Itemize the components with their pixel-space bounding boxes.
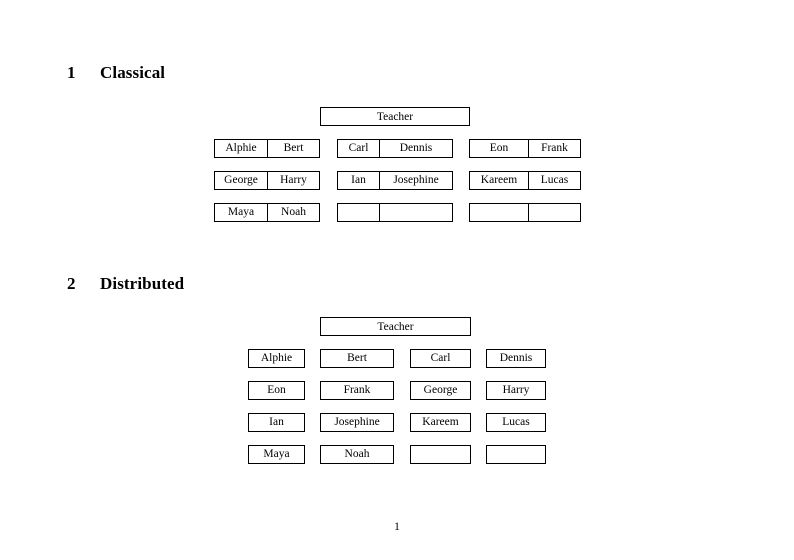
section-number: 1 — [67, 63, 76, 82]
cell-right[interactable]: Bert — [267, 140, 319, 157]
student-box[interactable] — [410, 445, 471, 464]
cell-right[interactable]: Harry — [267, 172, 319, 189]
cell-left[interactable]: George — [224, 173, 258, 186]
cell-left[interactable] — [338, 204, 379, 221]
student-box[interactable]: Ian — [248, 413, 305, 432]
cell-left[interactable]: Kareem — [480, 173, 518, 186]
section-title: Distributed — [100, 274, 185, 293]
student-box[interactable]: Noah — [320, 445, 394, 464]
cell-right[interactable] — [528, 204, 580, 221]
pair-row[interactable]: Carl Dennis — [337, 139, 453, 158]
page-number: 1 — [394, 521, 400, 533]
student-box[interactable]: Bert — [320, 349, 394, 368]
section-heading-classical: 1 Classical — [67, 63, 165, 83]
pair-row[interactable] — [337, 203, 453, 222]
pair-row[interactable]: George Harry — [214, 171, 320, 190]
student-box[interactable] — [486, 445, 546, 464]
pair-row[interactable]: Alphie Bert — [214, 139, 320, 158]
cell-right[interactable] — [379, 204, 452, 221]
cell-right[interactable]: Lucas — [528, 172, 580, 189]
cell-right[interactable]: Josephine — [379, 172, 452, 189]
cell-left[interactable]: Ian — [351, 173, 366, 186]
cell-left[interactable]: Alphie — [225, 141, 257, 154]
teacher-box-classical[interactable]: Teacher — [320, 107, 470, 126]
cell-left[interactable] — [470, 204, 528, 221]
cell-right[interactable]: Noah — [267, 204, 319, 221]
section-title: Classical — [100, 63, 166, 82]
student-box[interactable]: Kareem — [410, 413, 471, 432]
cell-left[interactable]: Eon — [489, 141, 509, 154]
cell-left[interactable]: Maya — [227, 205, 255, 218]
student-box[interactable]: Lucas — [486, 413, 546, 432]
cell-right[interactable]: Frank — [528, 140, 580, 157]
student-box[interactable]: Alphie — [248, 349, 305, 368]
pair-row[interactable]: Maya Noah — [214, 203, 320, 222]
student-box[interactable]: Carl — [410, 349, 471, 368]
student-box[interactable]: Maya — [248, 445, 305, 464]
student-box[interactable]: George — [410, 381, 471, 400]
cell-left[interactable]: Carl — [348, 141, 369, 154]
section-heading-distributed: 2 Distributed — [67, 274, 184, 294]
pair-row[interactable]: Kareem Lucas — [469, 171, 581, 190]
student-box[interactable]: Harry — [486, 381, 546, 400]
pair-row[interactable] — [469, 203, 581, 222]
student-box[interactable]: Frank — [320, 381, 394, 400]
student-box[interactable]: Eon — [248, 381, 305, 400]
student-box[interactable]: Josephine — [320, 413, 394, 432]
cell-right[interactable]: Dennis — [379, 140, 452, 157]
teacher-box-distributed[interactable]: Teacher — [320, 317, 471, 336]
pair-row[interactable]: Ian Josephine — [337, 171, 453, 190]
section-number: 2 — [67, 274, 76, 293]
pair-row[interactable]: Eon Frank — [469, 139, 581, 158]
student-box[interactable]: Dennis — [486, 349, 546, 368]
